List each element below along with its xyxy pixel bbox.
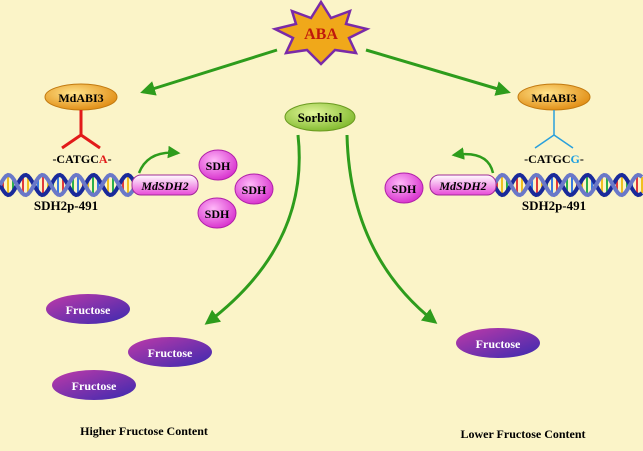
left-fructose-3: Fructose: [52, 370, 136, 400]
sorbitol-node: Sorbitol: [284, 102, 356, 132]
right-gene-box: MdSDH2: [429, 174, 497, 196]
left-sdh-2: SDH: [234, 173, 274, 205]
arrow-aba-to-left-factor: [140, 48, 278, 96]
left-fructose-1: Fructose: [46, 294, 130, 324]
svg-text:Fructose: Fructose: [72, 379, 117, 393]
right-gene-label: MdSDH2: [438, 179, 486, 193]
arrow-aba-to-right-factor: [365, 48, 511, 96]
svg-text:Fructose: Fructose: [66, 303, 111, 317]
left-caption: Higher Fructose Content: [80, 424, 208, 438]
left-factor: MdABI3: [44, 83, 118, 111]
right-factor-label: MdABI3: [531, 91, 576, 105]
svg-text:SDH: SDH: [206, 159, 231, 173]
svg-text:SDH: SDH: [392, 182, 417, 196]
left-fructose-2: Fructose: [128, 337, 212, 367]
left-gene-label: MdSDH2: [140, 179, 188, 193]
left-factor-label: MdABI3: [58, 91, 103, 105]
right-binding-connector: [534, 110, 574, 149]
aba-node: ABA: [271, 0, 371, 66]
arrow-sorbitol-to-left-fructose: [204, 134, 301, 325]
right-promoter-label: SDH2p-491: [522, 198, 586, 213]
left-dna-helix: [0, 172, 138, 198]
arrow-sorbitol-to-right-fructose: [345, 134, 438, 324]
svg-text:SDH: SDH: [242, 183, 267, 197]
left-motif: -CATGCA-: [52, 152, 111, 166]
arrow-right-gene-to-sdh: [451, 147, 495, 174]
left-sdh-3: SDH: [197, 197, 237, 229]
right-fructose: Fructose: [456, 328, 540, 358]
arrow-left-gene-to-sdh: [137, 145, 181, 174]
svg-text:Fructose: Fructose: [148, 346, 193, 360]
right-motif: -CATGCG-: [524, 152, 584, 166]
left-promoter-label: SDH2p-491: [34, 198, 98, 213]
right-factor: MdABI3: [517, 83, 591, 111]
right-caption: Lower Fructose Content: [460, 427, 585, 441]
aba-label: ABA: [304, 26, 338, 43]
left-binding-connector: [61, 110, 101, 150]
right-dna-helix: [492, 172, 643, 198]
left-gene-box: MdSDH2: [131, 174, 199, 196]
svg-text:SDH: SDH: [205, 207, 230, 221]
right-sdh: SDH: [384, 172, 424, 204]
svg-text:Fructose: Fructose: [476, 337, 521, 351]
left-sdh-1: SDH: [198, 149, 238, 181]
aba-star-shape: [271, 0, 371, 66]
sorbitol-label: Sorbitol: [298, 110, 343, 125]
